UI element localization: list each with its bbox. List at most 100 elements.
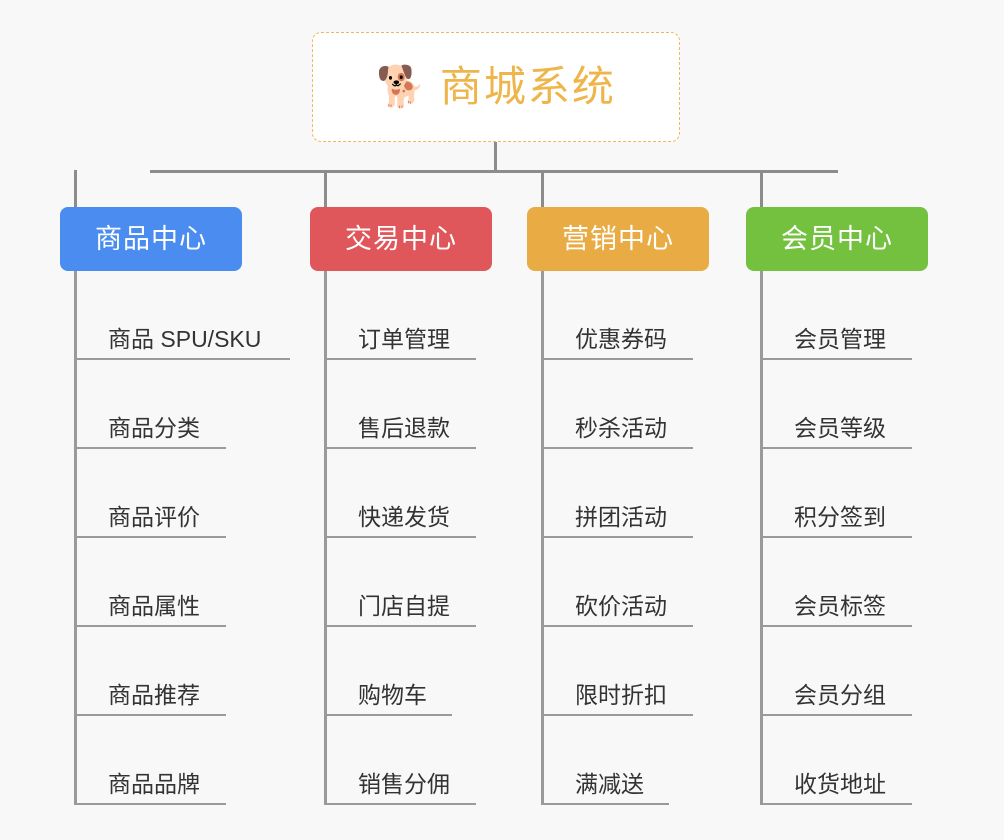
leaf-item-label: 快递发货 bbox=[358, 504, 450, 530]
leaf-item-label: 商品推荐 bbox=[108, 682, 200, 708]
leaf-item[interactable]: 会员等级 bbox=[760, 360, 928, 449]
root-node[interactable]: 🐕 商城系统 bbox=[312, 32, 680, 142]
leaf-item-underline bbox=[74, 625, 226, 627]
leaf-item-label: 销售分佣 bbox=[358, 771, 450, 797]
leaf-item-underline bbox=[760, 358, 912, 360]
leaf-item-label: 门店自提 bbox=[358, 593, 450, 619]
leaf-item-underline bbox=[74, 447, 226, 449]
leaf-item-label: 商品 SPU/SKU bbox=[108, 326, 262, 352]
category-column-4: 会员中心会员管理会员等级积分签到会员标签会员分组收货地址 bbox=[746, 207, 928, 805]
leaf-item[interactable]: 售后退款 bbox=[324, 360, 492, 449]
leaf-item-underline bbox=[541, 803, 669, 805]
branch-spine bbox=[541, 271, 544, 805]
leaf-item-underline bbox=[760, 714, 912, 716]
leaf-item[interactable]: 限时折扣 bbox=[541, 627, 709, 716]
leaf-item-underline bbox=[541, 536, 693, 538]
root-title: 商城系统 bbox=[439, 63, 616, 110]
leaf-item[interactable]: 商品 SPU/SKU bbox=[74, 271, 290, 360]
leaf-item[interactable]: 秒杀活动 bbox=[541, 360, 709, 449]
leaf-item-underline bbox=[324, 625, 476, 627]
leaf-item-underline bbox=[74, 714, 226, 716]
leaf-item[interactable]: 购物车 bbox=[324, 627, 492, 716]
category-header-label: 交易中心 bbox=[345, 223, 457, 254]
leaf-item-underline bbox=[324, 447, 476, 449]
leaf-item-underline bbox=[760, 625, 912, 627]
leaf-item-label: 会员标签 bbox=[794, 593, 886, 619]
leaf-item-underline bbox=[760, 536, 912, 538]
leaf-item-label: 秒杀活动 bbox=[575, 415, 667, 441]
leaf-item-underline bbox=[541, 625, 693, 627]
leaf-item-underline bbox=[74, 803, 226, 805]
leaf-item[interactable]: 订单管理 bbox=[324, 271, 492, 360]
connector-drop-2 bbox=[324, 170, 327, 207]
leaf-item-underline bbox=[74, 358, 290, 360]
leaf-item-label: 商品品牌 bbox=[108, 771, 200, 797]
leaf-item[interactable]: 砍价活动 bbox=[541, 538, 709, 627]
connector-horizontal-bus bbox=[150, 170, 838, 173]
leaf-item-label: 商品评价 bbox=[108, 504, 200, 530]
leaf-item-underline bbox=[541, 447, 693, 449]
category-branch-2: 订单管理售后退款快递发货门店自提购物车销售分佣 bbox=[324, 271, 492, 805]
leaf-item-label: 限时折扣 bbox=[575, 682, 667, 708]
leaf-item-underline bbox=[74, 536, 226, 538]
category-header-4[interactable]: 会员中心 bbox=[746, 207, 928, 271]
leaf-item[interactable]: 销售分佣 bbox=[324, 716, 492, 805]
leaf-item[interactable]: 会员标签 bbox=[760, 538, 928, 627]
leaf-item-label: 会员管理 bbox=[794, 326, 886, 352]
leaf-item-label: 收货地址 bbox=[794, 771, 886, 797]
category-branch-4: 会员管理会员等级积分签到会员标签会员分组收货地址 bbox=[760, 271, 928, 805]
category-header-label: 营销中心 bbox=[562, 223, 674, 254]
leaf-item-underline bbox=[324, 714, 452, 716]
leaf-item-label: 优惠券码 bbox=[575, 326, 667, 352]
leaf-item-label: 售后退款 bbox=[358, 415, 450, 441]
leaf-item-label: 满减送 bbox=[575, 771, 644, 797]
leaf-item-underline bbox=[324, 536, 476, 538]
leaf-item-underline bbox=[324, 358, 476, 360]
leaf-item[interactable]: 商品分类 bbox=[74, 360, 261, 449]
shiba-dog-face-icon: 🐕 bbox=[376, 65, 426, 109]
leaf-item[interactable]: 会员分组 bbox=[760, 627, 928, 716]
leaf-item-label: 砍价活动 bbox=[575, 593, 667, 619]
leaf-item-underline bbox=[324, 803, 476, 805]
leaf-item[interactable]: 拼团活动 bbox=[541, 449, 709, 538]
leaf-item-underline bbox=[541, 358, 693, 360]
connector-drop-4 bbox=[760, 170, 763, 207]
leaf-item-label: 拼团活动 bbox=[575, 504, 667, 530]
leaf-item-label: 购物车 bbox=[358, 682, 427, 708]
category-header-3[interactable]: 营销中心 bbox=[527, 207, 709, 271]
category-column-1: 商品中心商品 SPU/SKU 商品分类商品评价商品属性商品推荐商品品牌 bbox=[60, 207, 290, 805]
branch-spine bbox=[74, 271, 77, 805]
category-column-2: 交易中心订单管理售后退款快递发货门店自提购物车销售分佣 bbox=[310, 207, 492, 805]
leaf-item[interactable]: 商品属性 bbox=[74, 538, 261, 627]
leaf-item[interactable]: 积分签到 bbox=[760, 449, 928, 538]
leaf-item-label: 商品分类 bbox=[108, 415, 200, 441]
leaf-item[interactable]: 收货地址 bbox=[760, 716, 928, 805]
connector-drop-3 bbox=[541, 170, 544, 207]
leaf-item-label: 积分签到 bbox=[794, 504, 886, 530]
branch-spine bbox=[760, 271, 763, 805]
leaf-item-label: 会员分组 bbox=[794, 682, 886, 708]
leaf-item[interactable]: 门店自提 bbox=[324, 538, 492, 627]
leaf-item[interactable]: 优惠券码 bbox=[541, 271, 709, 360]
leaf-item[interactable]: 商品品牌 bbox=[74, 716, 261, 805]
connector-root-stem bbox=[494, 142, 497, 172]
category-header-2[interactable]: 交易中心 bbox=[310, 207, 492, 271]
branch-spine bbox=[324, 271, 327, 805]
leaf-item-label: 订单管理 bbox=[358, 326, 450, 352]
leaf-item-label: 商品属性 bbox=[108, 593, 200, 619]
leaf-item[interactable]: 快递发货 bbox=[324, 449, 492, 538]
category-header-label: 商品中心 bbox=[95, 223, 207, 254]
leaf-item-underline bbox=[760, 447, 912, 449]
leaf-item[interactable]: 会员管理 bbox=[760, 271, 928, 360]
category-branch-3: 优惠券码秒杀活动拼团活动砍价活动限时折扣满减送 bbox=[541, 271, 709, 805]
leaf-item[interactable]: 商品评价 bbox=[74, 449, 261, 538]
connector-drop-1 bbox=[74, 170, 77, 207]
category-header-1[interactable]: 商品中心 bbox=[60, 207, 242, 271]
leaf-item[interactable]: 满减送 bbox=[541, 716, 709, 805]
category-column-3: 营销中心优惠券码秒杀活动拼团活动砍价活动限时折扣满减送 bbox=[527, 207, 709, 805]
leaf-item-label: 会员等级 bbox=[794, 415, 886, 441]
category-header-label: 会员中心 bbox=[781, 223, 893, 254]
category-branch-1: 商品 SPU/SKU 商品分类商品评价商品属性商品推荐商品品牌 bbox=[74, 271, 290, 805]
leaf-item[interactable]: 商品推荐 bbox=[74, 627, 261, 716]
